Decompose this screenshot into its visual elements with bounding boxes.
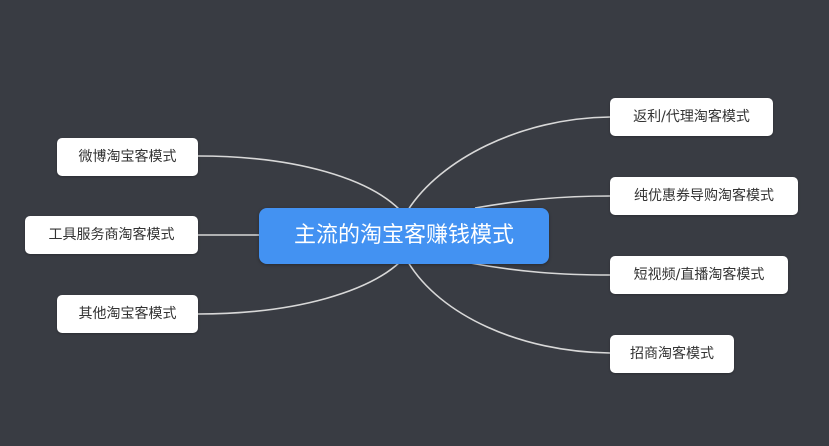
central-topic[interactable]: 主流的淘宝客赚钱模式 (259, 208, 549, 264)
topic-tool-service-taoke[interactable]: 工具服务商淘客模式 (25, 216, 198, 254)
topic-weibo-taoke[interactable]: 微博淘宝客模式 (57, 138, 198, 176)
connector-right-1 (407, 116, 611, 211)
connector-right-2 (474, 195, 611, 209)
connector-right-3 (469, 262, 611, 276)
topic-video-live-taoke[interactable]: 短视频/直播淘客模式 (610, 256, 788, 294)
topic-rebate-agent-taoke[interactable]: 返利/代理淘客模式 (610, 98, 773, 136)
connector-right-4 (407, 261, 611, 354)
topic-other-taoke[interactable]: 其他淘宝客模式 (57, 295, 198, 333)
connector-left-1 (197, 155, 401, 211)
topic-merchant-taoke[interactable]: 招商淘客模式 (610, 335, 734, 373)
topic-coupon-guide-taoke[interactable]: 纯优惠券导购淘客模式 (610, 177, 798, 215)
connector-left-3 (197, 261, 401, 315)
